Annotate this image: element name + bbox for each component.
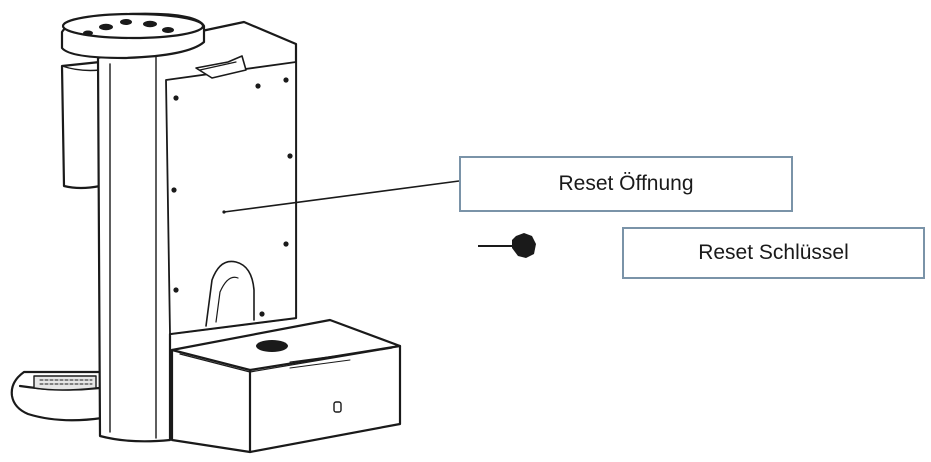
coffee-machine-icon	[10, 12, 402, 454]
reset-opening-label: Reset Öffnung	[459, 156, 793, 212]
reset-opening-leader	[223, 180, 460, 213]
reset-key-icon	[478, 233, 536, 258]
reset-key-label: Reset Schlüssel	[622, 227, 925, 279]
